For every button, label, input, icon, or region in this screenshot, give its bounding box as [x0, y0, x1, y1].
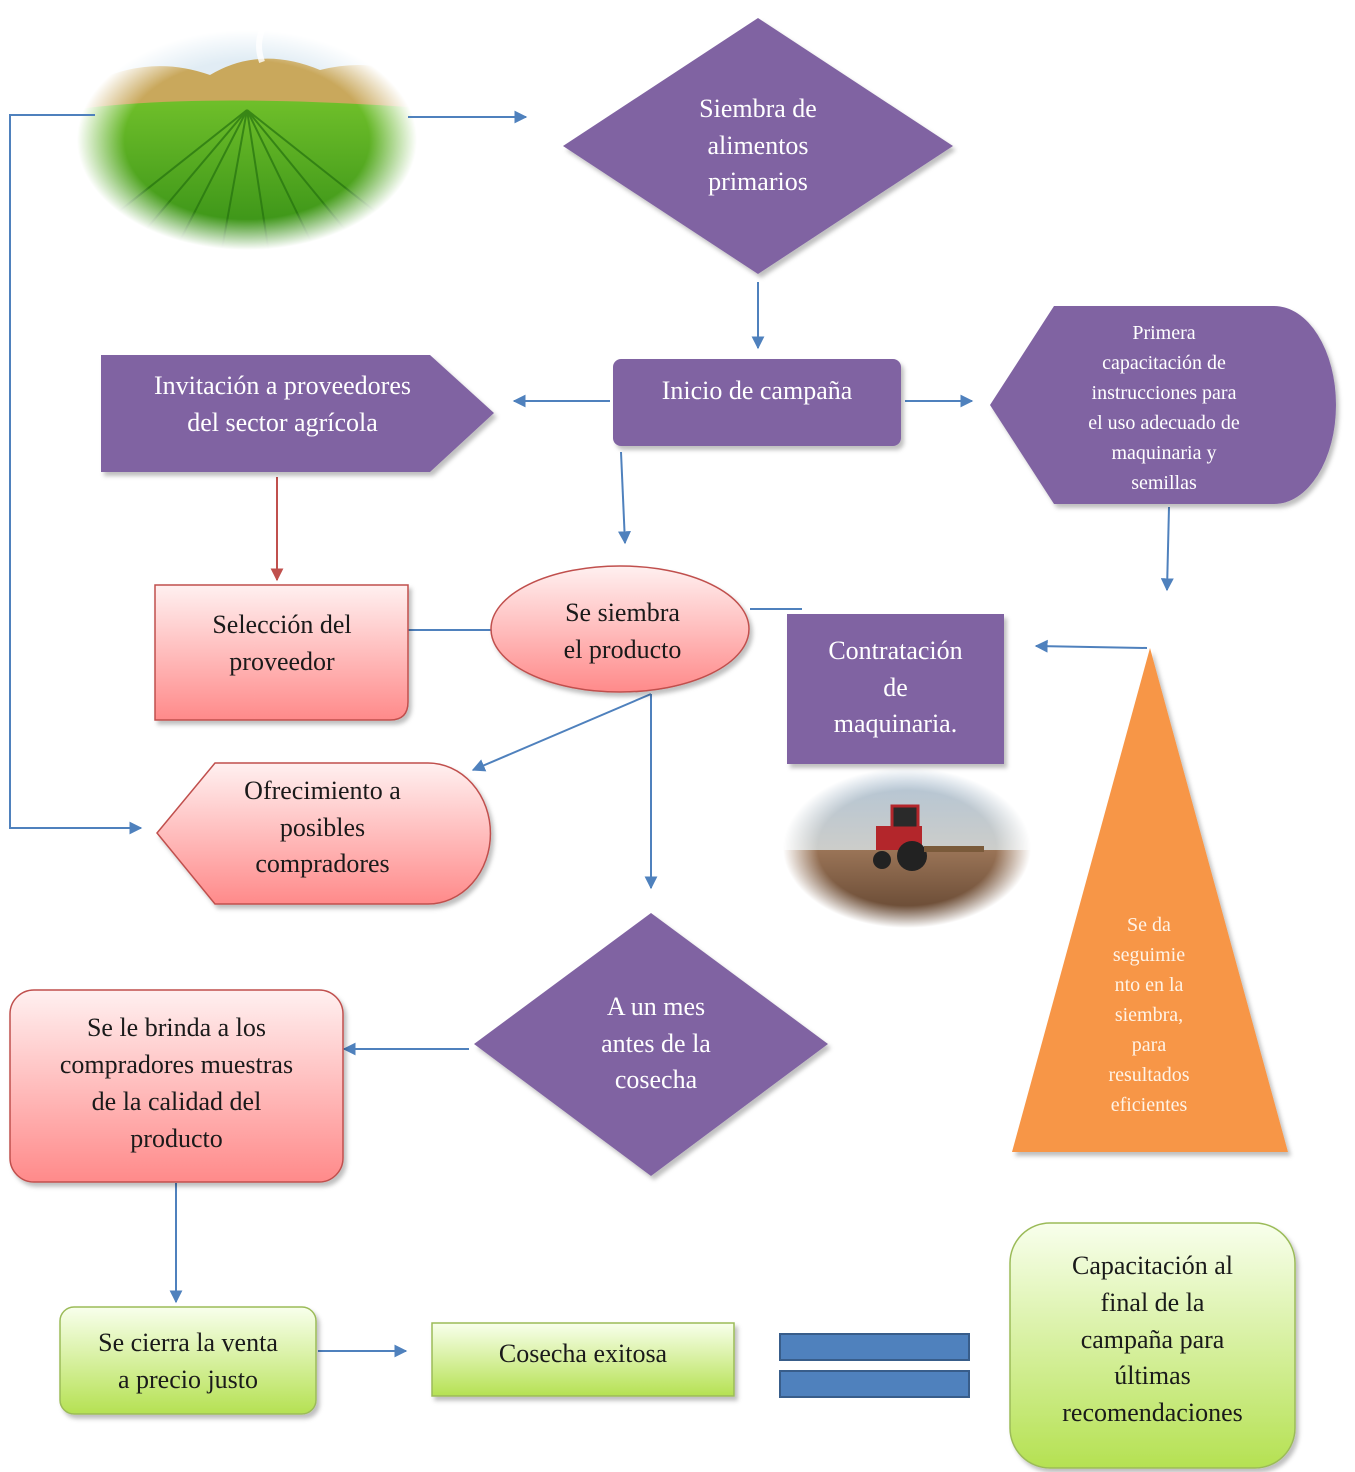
node-muestras-label: Se le brinda a los compradores muestras … [59, 1013, 294, 1153]
node-cierre-shape [59, 1306, 317, 1415]
node-primera-capacitacion-shape [990, 306, 1336, 504]
node-se-siembra-shape [490, 565, 750, 693]
tractor-icon [873, 804, 984, 871]
node-contratacion-label: Contratación de maquinaria. [828, 635, 963, 739]
node-invitacion-label: Invitación a proveedores del sector agrí… [153, 371, 411, 437]
node-contratacion-shape [787, 614, 1004, 764]
node-siembra-label: Siembra de alimentos primarios [699, 93, 817, 197]
node-seleccion-shape [154, 584, 409, 721]
node-cierre-label: Se cierra la venta a precio justo [98, 1328, 278, 1394]
node-siembra-shape [563, 18, 953, 274]
node-ofrecimiento-shape [156, 762, 492, 905]
arrow-capacitacion-to-seguimiento [1160, 506, 1174, 592]
equals-sign-icon [779, 1333, 970, 1398]
arrow-se-siembra-to-ofrecimiento [471, 693, 652, 772]
arrow-inicio-to-se-siembra [617, 451, 631, 545]
node-seleccion-label: Selección del proveedor [212, 610, 352, 676]
connectors [9, 110, 1174, 1358]
tractor-photo [780, 765, 1034, 930]
crop-field-photo [69, 25, 425, 261]
arrow-loop-to-ofrecimiento [9, 114, 143, 835]
node-primera-capacitacion-label: Primera capacitación de instrucciones pa… [1088, 321, 1240, 494]
node-inicio-shape [613, 359, 901, 446]
node-seguimiento-shape [1012, 648, 1288, 1152]
arrow-seguimiento-to-contratacion [1034, 639, 1148, 653]
node-mes-antes-label: A un mes antes de la cosecha [601, 991, 711, 1095]
node-invitacion-shape [101, 355, 494, 472]
node-capacitacion-final-shape [1009, 1222, 1296, 1469]
node-cosecha-label: Cosecha exitosa [498, 1338, 668, 1368]
node-ofrecimiento-label: Ofrecimiento a posibles compradores [244, 775, 401, 879]
node-se-siembra-label: Se siembra el producto [563, 598, 682, 664]
node-seguimiento-label: Se da seguimie nto en la siembra, para r… [1108, 914, 1190, 1116]
node-inicio-label: Inicio de campaña [661, 375, 853, 405]
node-mes-antes-shape [474, 913, 828, 1176]
node-cosecha-shape [431, 1322, 735, 1397]
node-capacitacion-final-label: Capacitación al final de la campaña para… [1062, 1250, 1243, 1428]
node-muestras-shape [9, 989, 344, 1183]
